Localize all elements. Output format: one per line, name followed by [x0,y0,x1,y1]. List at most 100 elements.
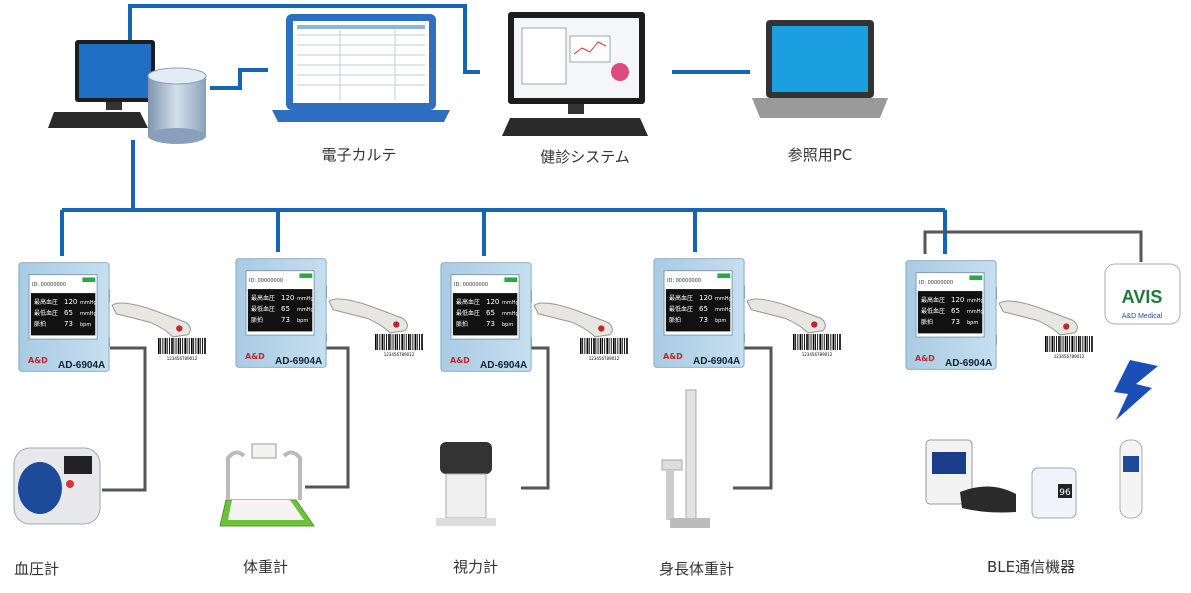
height-label: 身長体重計 [659,560,734,578]
hub-screen-row-name: 最低血圧 [669,305,693,313]
barcode-digits: 123456789012 [589,356,620,361]
barcode-scanner-icon [746,298,826,334]
ble-devices: 96 [925,439,1143,519]
serial-lines [102,230,1143,492]
hub-screen-row-name: 最高血圧 [669,294,693,302]
hub-screen-row-name: 最高血圧 [456,298,480,306]
hub-brand: A&D [915,354,935,363]
weight-scale [219,443,315,527]
hub-screen-id: ID: 00000000 [249,278,283,284]
hub-screen-row-value: 65 [281,305,290,313]
hub-screen-row-name: 最高血圧 [34,298,58,306]
scale-label: 体重計 [243,558,288,576]
barcode-scanner-icon [533,302,613,338]
hub-model: AD-6904A [945,358,992,369]
hub-screen-row-unit: bpm [967,320,978,326]
barcode-icon [158,338,206,354]
hub-screen-row-value: 73 [64,320,73,328]
hub-screen-row-value: 73 [951,318,960,326]
bp-monitor [13,447,101,525]
barcode-scanner-icon [998,300,1078,336]
barcode-digits: 123456789012 [1054,354,1085,359]
emr-laptop [272,14,450,122]
emr-label: 電子カルテ [321,146,396,164]
hub-brand: A&D [663,352,683,361]
hub-screen-row-value: 120 [486,298,499,306]
barcode-icon [375,334,423,350]
reference-laptop [752,20,888,118]
hub-screen-row-value: 120 [699,294,712,302]
hub-screen-row-unit: mmHg [502,300,519,306]
hub-screen-row-unit: bpm [715,318,726,324]
hub-screen-row-unit: mmHg [715,296,732,302]
hub-screen-row-name: 脈拍 [251,316,263,324]
oximeter-reading: 96 [1059,488,1071,498]
hub-screen-row-unit: mmHg [80,300,97,306]
hub-screen-row-name: 最低血圧 [921,307,945,315]
hub-screen-row-name: 脈拍 [456,320,468,328]
hub-screen-row-unit: mmHg [297,296,314,302]
hub-brand: A&D [28,356,48,365]
checkup-monitor [502,12,648,136]
barcode-digits: 123456789012 [167,356,198,361]
checkup-label: 健診システム [540,148,630,166]
vision-tester [436,442,496,526]
hub-screen-row-name: 脈拍 [669,316,681,324]
server-link-line [128,4,480,74]
avis-title: AVIS [1122,287,1163,307]
hub-screen-row-unit: mmHg [297,307,314,313]
hub-screen-row-unit: mmHg [502,311,519,317]
height-scale [661,389,710,528]
hub-screen-row-unit: bpm [80,322,91,328]
hub-body [440,262,532,372]
hub-screen-row-unit: mmHg [715,307,732,313]
hub-screen-row-unit: mmHg [967,298,984,304]
barcode-digits: 123456789012 [384,352,415,357]
hub-screen-row-name: 最低血圧 [456,309,480,317]
hub-screen-row-value: 73 [699,316,708,324]
hub-screen-row-name: 最高血圧 [251,294,275,302]
hub-screen-row-name: 最高血圧 [921,296,945,304]
ref-pc-label: 参照用PC [788,146,853,164]
hub-brand: A&D [450,356,470,365]
hub-screen-row-value: 65 [486,309,495,317]
hub-screen-row-value: 65 [64,309,73,317]
hub-screen-row-unit: bpm [502,322,513,328]
ble-label: BLE通信機器 [987,558,1075,576]
hub-screen-row-name: 脈拍 [34,320,46,328]
barcode-icon [793,334,841,350]
bp-label: 血圧計 [14,560,59,578]
vision-label: 視力計 [453,558,498,576]
emr-link-line [210,68,268,90]
hub-body [905,260,997,370]
hub-body [18,262,110,372]
hub-screen-row-value: 120 [951,296,964,304]
hub-model: AD-6904A [58,360,105,371]
hub-body [653,258,745,368]
hub-screen-row-name: 最低血圧 [251,305,275,313]
hub-model: AD-6904A [480,360,527,371]
avis-sub: A&D Medical [1122,313,1163,320]
hub-screen-id: ID: 00000000 [32,282,66,288]
hub-screen-row-name: 脈拍 [921,318,933,326]
barcode-icon [580,338,628,354]
hub-screen-row-value: 120 [64,298,77,306]
network-lines [60,4,947,256]
barcode-scanner-icon [328,298,408,334]
barcode-icon [1045,336,1093,352]
hub-screen-id: ID: 00000000 [919,280,953,286]
hub-body [235,258,327,368]
hub-screen-row-value: 73 [281,316,290,324]
avis-gateway: AVIS A&D Medical [1104,263,1181,325]
hub-screen-row-name: 最低血圧 [34,309,58,317]
lightning-icon [1114,360,1158,420]
hub-screen-row-unit: bpm [297,318,308,324]
hub-screen-row-value: 73 [486,320,495,328]
hub-screen-row-value: 120 [281,294,294,302]
hub-screen-id: ID: 00000000 [454,282,488,288]
hub-screen-row-value: 65 [951,307,960,315]
